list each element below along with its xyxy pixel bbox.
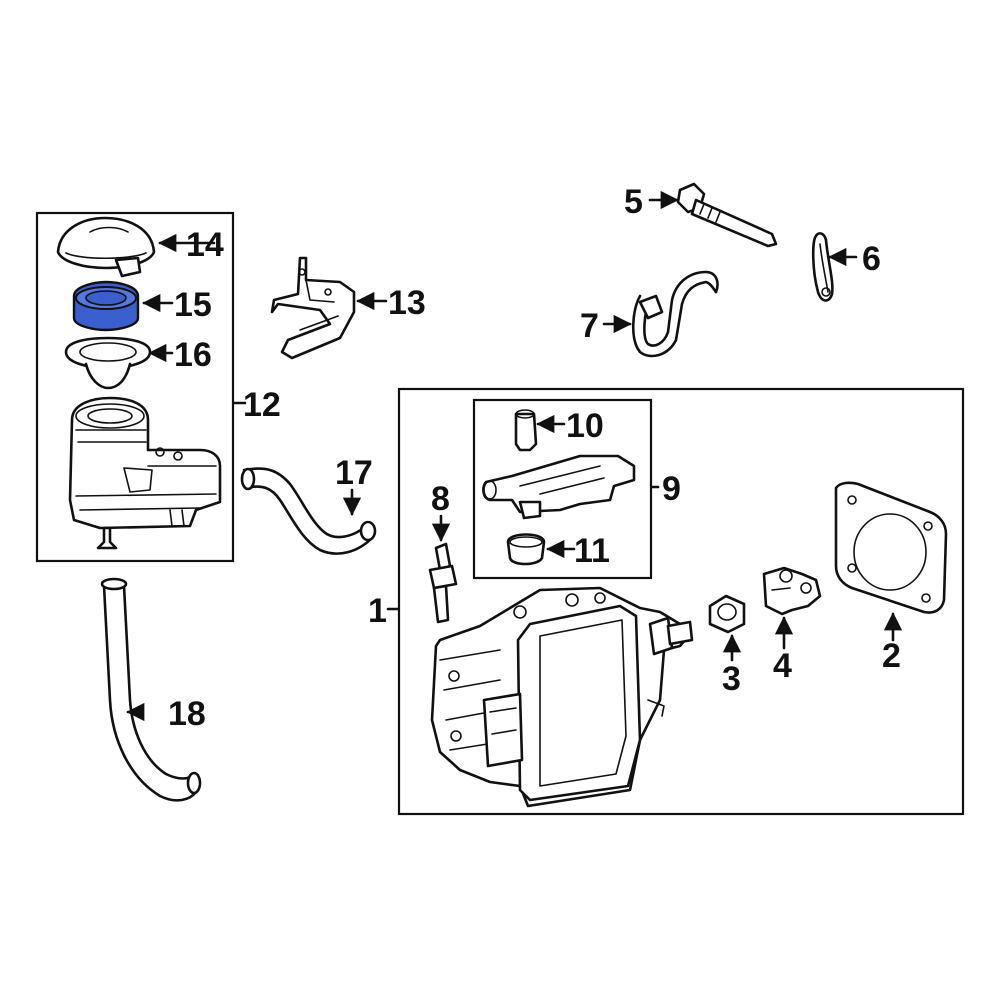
- part-8-stud[interactable]: [428, 542, 458, 624]
- callout-12[interactable]: 12: [243, 386, 281, 424]
- part-3-nut[interactable]: [708, 594, 746, 634]
- part-16-strainer[interactable]: [64, 336, 152, 390]
- callout-2[interactable]: 2: [882, 637, 901, 675]
- leader-lines: [126, 190, 903, 722]
- seal-inner-ring: [85, 290, 127, 306]
- part-7-pipe[interactable]: [631, 270, 719, 358]
- part-18-hose[interactable]: [100, 577, 202, 802]
- callout-6[interactable]: 6: [862, 240, 881, 278]
- part-14-reservoir-cap[interactable]: [56, 216, 156, 278]
- callout-11[interactable]: 11: [574, 532, 610, 570]
- callout-15[interactable]: 15: [174, 286, 212, 324]
- callout-4[interactable]: 4: [773, 647, 792, 685]
- reservoir-body[interactable]: [68, 396, 222, 550]
- callout-16[interactable]: 16: [174, 336, 212, 374]
- callout-1[interactable]: 1: [368, 592, 387, 630]
- callout-17[interactable]: 17: [335, 454, 373, 492]
- part-15-seal-highlighted[interactable]: [72, 280, 140, 332]
- sub-assembly-box: [472, 398, 653, 580]
- part-11-grommet[interactable]: [506, 533, 546, 566]
- reservoir-assembly-box: [35, 211, 235, 563]
- part-13-bracket[interactable]: [270, 256, 356, 360]
- part-6-clip[interactable]: [811, 232, 834, 302]
- part-17-hose[interactable]: [240, 467, 377, 555]
- callout-18[interactable]: 18: [168, 695, 206, 733]
- part-10-pin[interactable]: [514, 409, 538, 452]
- part-1-main-unit[interactable]: [430, 586, 694, 808]
- callout-7[interactable]: 7: [580, 307, 599, 345]
- part-2-gasket[interactable]: [834, 481, 948, 614]
- part-9-valve-body[interactable]: [482, 454, 636, 520]
- callout-14[interactable]: 14: [186, 226, 224, 264]
- callout-13[interactable]: 13: [388, 284, 426, 322]
- callout-8[interactable]: 8: [431, 480, 450, 518]
- part-5-bolt[interactable]: [676, 182, 778, 248]
- callout-9[interactable]: 9: [662, 470, 681, 508]
- part-4-mount[interactable]: [762, 566, 822, 616]
- callout-3[interactable]: 3: [722, 660, 741, 698]
- main-assembly-box: [397, 387, 965, 816]
- callout-10[interactable]: 10: [566, 407, 604, 445]
- callout-labels: 14 15 16 12 13 17 18 5 6 7 10 9 11 8 1 3…: [168, 183, 901, 733]
- callout-5[interactable]: 5: [624, 183, 643, 221]
